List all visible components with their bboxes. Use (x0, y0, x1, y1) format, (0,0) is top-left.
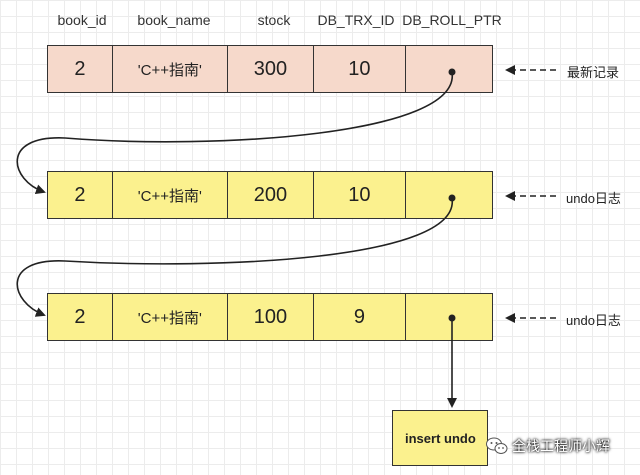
roll-ptr-curve-1 (16, 71, 453, 195)
cell-book-id: 2 (48, 46, 113, 92)
cell-stock: 200 (228, 172, 315, 218)
latest-record-row: 2 'C++指南' 300 10 (47, 45, 493, 93)
header-book-name: book_name (137, 12, 211, 28)
cell-stock: 100 (228, 294, 315, 340)
cell-db-trx-id: 9 (314, 294, 406, 340)
cell-book-id: 2 (48, 172, 113, 218)
header-db-trx-id: DB_TRX_ID (317, 12, 395, 28)
header-stock: stock (257, 12, 291, 28)
watermark-text: 全栈工程师小辉 (512, 438, 610, 454)
cell-book-name: 'C++指南' (113, 172, 228, 218)
undo-log-label-2: undo日志 (566, 313, 621, 328)
watermark: 全栈工程师小辉 (486, 436, 610, 456)
cell-book-id: 2 (48, 294, 113, 340)
header-book-id: book_id (57, 12, 107, 28)
undo-log-row-2: 2 'C++指南' 100 9 (47, 293, 493, 341)
cell-db-trx-id: 10 (314, 172, 406, 218)
cell-book-name: 'C++指南' (113, 294, 228, 340)
cell-db-trx-id: 10 (314, 46, 406, 92)
header-db-roll-ptr: DB_ROLL_PTR (402, 12, 502, 28)
insert-undo-box: insert undo (392, 410, 488, 466)
wechat-icon (486, 437, 508, 454)
cell-stock: 300 (228, 46, 315, 92)
undo-log-row-1: 2 'C++指南' 200 10 (47, 171, 493, 219)
cell-book-name: 'C++指南' (113, 46, 228, 92)
undo-log-label-1: undo日志 (566, 191, 621, 206)
latest-record-label: 最新记录 (567, 65, 620, 80)
roll-ptr-curve-2 (16, 197, 453, 317)
insert-undo-label: insert undo (405, 430, 476, 446)
